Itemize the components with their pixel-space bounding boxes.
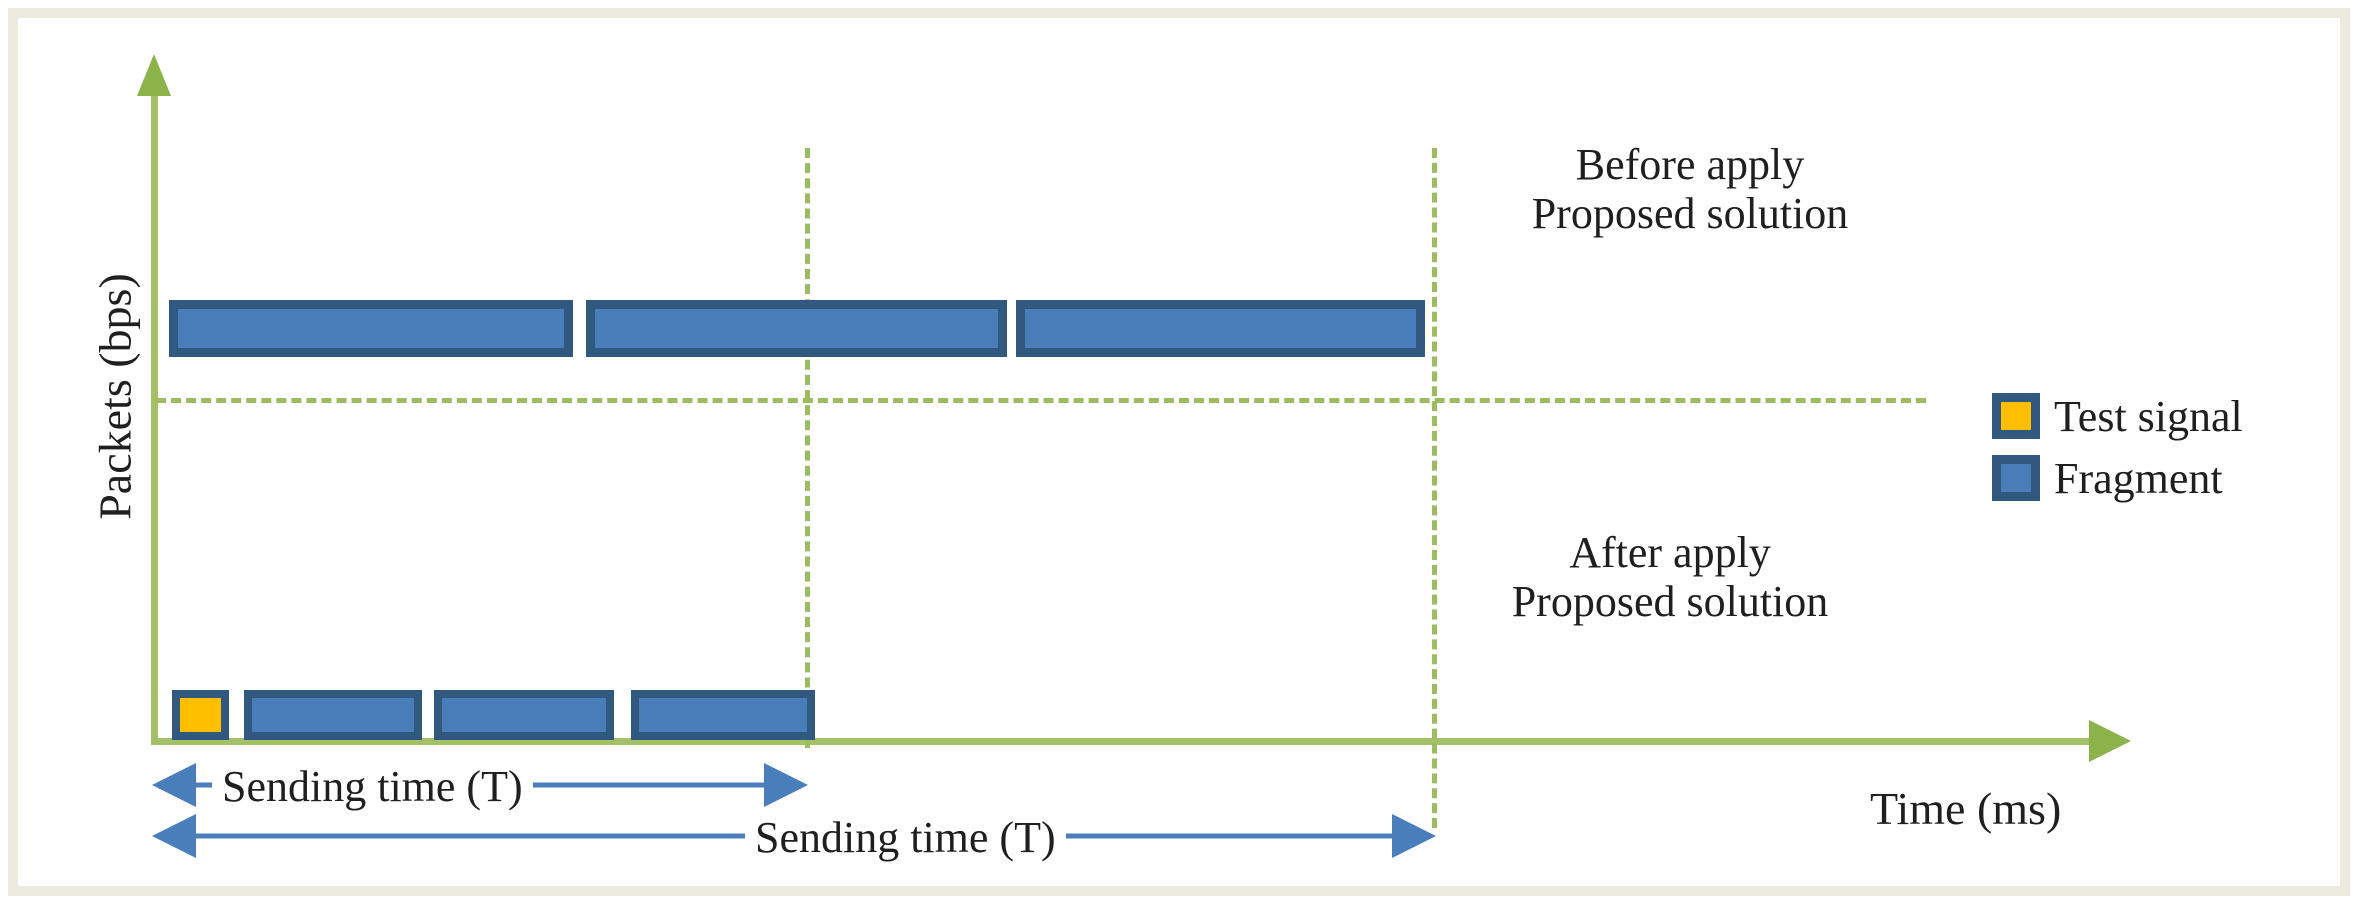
y-axis-arrow-icon — [137, 54, 171, 96]
test-signal-bar — [172, 690, 229, 740]
x-axis-line — [151, 738, 2096, 745]
test-signal-swatch-icon — [1992, 393, 2040, 439]
horizontal-divider-dashed-line — [156, 398, 1926, 403]
fragment-bar — [1016, 300, 1425, 357]
fragment-bar — [434, 690, 614, 740]
fragment-swatch-icon — [1992, 455, 2040, 501]
legend-item-label: Test signal — [2054, 391, 2243, 441]
annotation-before-apply: Before apply Proposed solution — [1531, 140, 1849, 239]
sending-time-label-long: Sending time (T) — [745, 812, 1066, 863]
y-axis-line — [151, 92, 158, 745]
annotation-after-apply: After apply Proposed solution — [1511, 528, 1829, 627]
x-axis-title: Time (ms) — [1870, 783, 2062, 834]
legend-item-test-signal: Test signal — [1992, 385, 2332, 447]
fragment-bar — [169, 300, 573, 357]
fragment-bar — [244, 690, 422, 740]
legend-item-fragment: Fragment — [1992, 447, 2332, 509]
legend: Test signal Fragment — [1992, 385, 2332, 509]
x-axis-arrow-icon — [2089, 720, 2131, 762]
fragment-bar — [631, 690, 815, 740]
vertical-marker-long-sending-time — [1432, 148, 1437, 828]
fragment-bar — [586, 300, 1007, 357]
sending-time-label-short: Sending time (T) — [212, 761, 533, 812]
legend-item-label: Fragment — [2054, 453, 2223, 503]
vertical-marker-short-sending-time — [805, 148, 810, 748]
figure-frame — [8, 8, 2350, 896]
y-axis-title: Packets (bps) — [89, 273, 141, 520]
